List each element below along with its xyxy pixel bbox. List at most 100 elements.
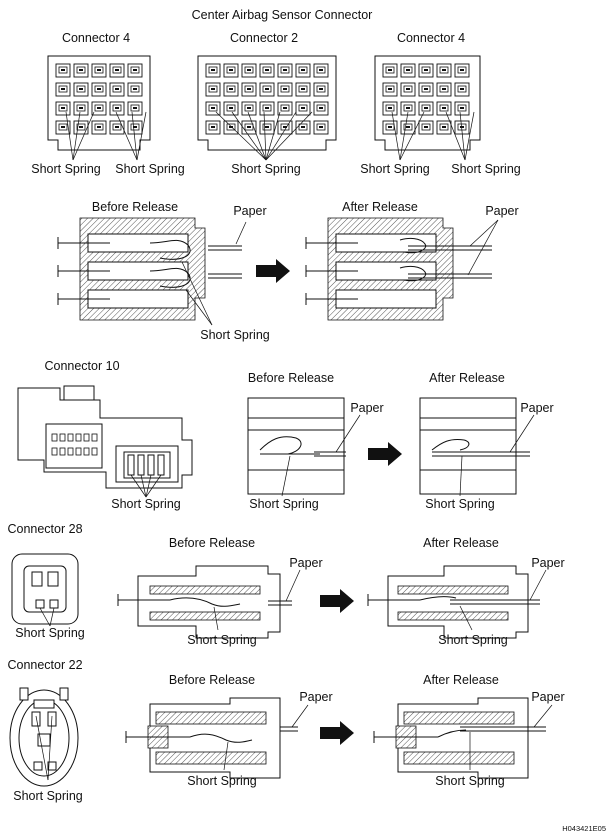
short-spring-label: Short Spring: [187, 633, 257, 647]
terminal-cell: [277, 82, 293, 97]
after-release-label: After Release: [342, 200, 418, 214]
connector-22: Connector 22 Short Spring: [7, 658, 82, 803]
after-release-label: After Release: [423, 673, 499, 687]
before-release-label: Before Release: [169, 536, 255, 550]
big-before-release: Before Release Paper Short Spring: [57, 200, 270, 342]
short-spring-label: Short Spring: [451, 162, 521, 176]
terminal-cell: [241, 101, 257, 116]
paper-label: Paper: [485, 204, 518, 218]
terminal-cell: [259, 120, 275, 135]
terminal-cell: [418, 101, 434, 116]
short-spring-label: Short Spring: [435, 774, 505, 788]
terminal-cell: [400, 120, 416, 135]
diagram-title: Center Airbag Sensor Connector: [192, 8, 373, 22]
connector-22-label: Connector 22: [7, 658, 82, 672]
terminal-cavity: [67, 447, 74, 456]
before-release-label: Before Release: [248, 371, 334, 385]
connector-2: Connector 2 Short Spring: [197, 31, 337, 176]
terminal-cell: [259, 82, 275, 97]
terminal-cell: [313, 82, 329, 97]
connector-4-right-label: Connector 4: [397, 31, 465, 45]
terminal-cell: [454, 63, 470, 78]
paper-label: Paper: [531, 690, 564, 704]
short-spring-label: Short Spring: [13, 789, 83, 803]
terminal-cell: [91, 63, 107, 78]
terminal-cell: [295, 101, 311, 116]
terminal-cavity: [59, 433, 66, 442]
terminal-cavity: [83, 447, 90, 456]
release-arrow-icon: [368, 442, 402, 466]
terminal-cell: [205, 63, 221, 78]
connector-28-after-release: After Release Paper Short Spring: [367, 536, 565, 647]
terminal-cell: [109, 120, 125, 135]
short-spring-label: Short Spring: [200, 328, 270, 342]
terminal-cavity: [75, 447, 82, 456]
after-release-label: After Release: [429, 371, 505, 385]
release-arrow-icon: [256, 259, 290, 283]
release-arrow-icon: [320, 589, 354, 613]
short-spring-label: Short Spring: [115, 162, 185, 176]
short-spring-label: Short Spring: [438, 633, 508, 647]
terminal-cell: [295, 82, 311, 97]
terminal-cell: [418, 63, 434, 78]
terminal-cell: [382, 101, 398, 116]
terminal-cavity: [59, 447, 66, 456]
terminal-cavity: [51, 447, 58, 456]
paper-label: Paper: [520, 401, 553, 415]
connector-4-left-label: Connector 4: [62, 31, 130, 45]
terminal-cavity: [91, 433, 98, 442]
connector-10: Connector 10 Short Spring: [17, 359, 193, 511]
terminal-cell: [55, 101, 71, 116]
terminal-cell: [259, 101, 275, 116]
terminal-cell: [418, 120, 434, 135]
short-spring-label: Short Spring: [231, 162, 301, 176]
paper-label: Paper: [299, 690, 332, 704]
terminal-cell: [436, 120, 452, 135]
after-release-label: After Release: [423, 536, 499, 550]
terminal-cell: [91, 101, 107, 116]
terminal-cell: [313, 120, 329, 135]
before-release-label: Before Release: [169, 673, 255, 687]
terminal-cell: [205, 120, 221, 135]
figure-id: H043421E05: [562, 824, 606, 833]
terminal-cell: [454, 82, 470, 97]
terminal-cell: [400, 63, 416, 78]
terminal-cell: [109, 101, 125, 116]
connector-10-label: Connector 10: [44, 359, 119, 373]
connector-4-right: Connector 4 Short Spring Short Spring: [360, 31, 521, 176]
connector-22-before-release: Before Release Paper Short Spring: [125, 673, 333, 788]
terminal-cell: [127, 120, 143, 135]
short-spring-label: Short Spring: [31, 162, 101, 176]
short-spring-label: Short Spring: [15, 626, 85, 640]
terminal-cell: [223, 82, 239, 97]
paper-label: Paper: [233, 204, 266, 218]
connector-10-before-release: Before Release Paper Short Spring: [247, 371, 384, 511]
terminal-cell: [436, 82, 452, 97]
terminal-cell: [55, 63, 71, 78]
connector-2-label: Connector 2: [230, 31, 298, 45]
terminal-cell: [418, 82, 434, 97]
terminal-cell: [205, 101, 221, 116]
terminal-cell: [73, 63, 89, 78]
terminal-cavity: [83, 433, 90, 442]
short-spring-label: Short Spring: [360, 162, 430, 176]
terminal-cell: [109, 63, 125, 78]
connector-28: Connector 28 Short Spring: [7, 522, 84, 640]
terminal-cell: [382, 82, 398, 97]
terminal-cell: [55, 82, 71, 97]
terminal-cell: [205, 82, 221, 97]
terminal-cell: [295, 120, 311, 135]
terminal-cell: [277, 101, 293, 116]
terminal-cell: [109, 82, 125, 97]
connector-28-before-release: Before Release Paper Short Spring: [117, 536, 323, 647]
short-spring-label: Short Spring: [111, 497, 181, 511]
terminal-cell: [241, 63, 257, 78]
connector-22-after-release: After Release Paper Short Spring: [373, 673, 565, 788]
terminal-cell: [436, 63, 452, 78]
terminal-cell: [127, 63, 143, 78]
release-arrow-icon: [320, 721, 354, 745]
terminal-cavity: [67, 433, 74, 442]
terminal-cell: [223, 101, 239, 116]
short-spring-label: Short Spring: [187, 774, 257, 788]
